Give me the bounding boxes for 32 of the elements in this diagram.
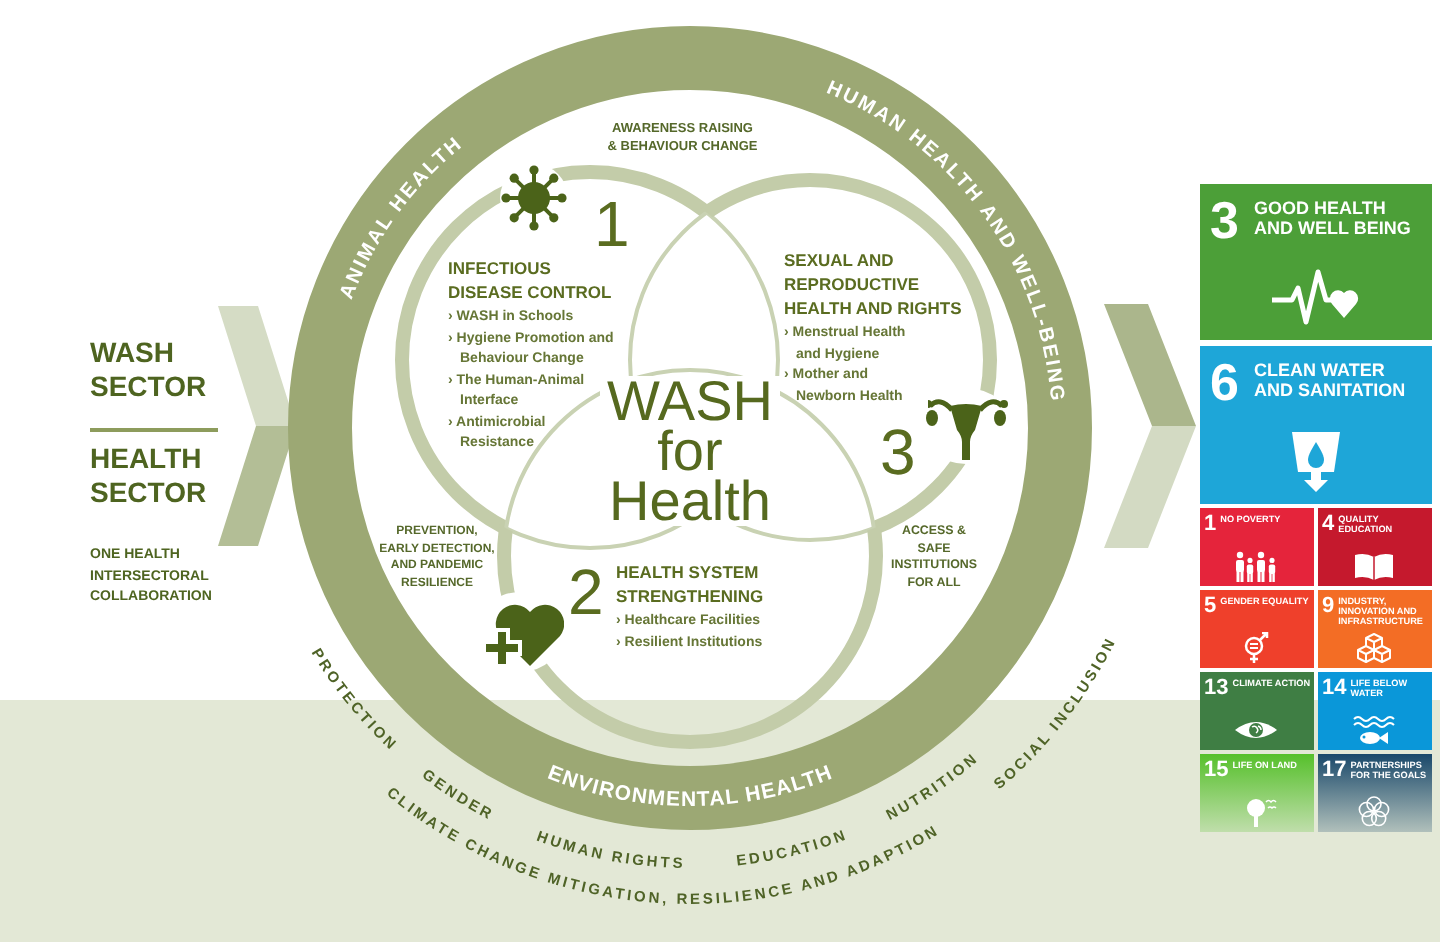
circle-heading: HEALTH SYSTEM STRENGTHENING [616, 560, 766, 608]
sdg-tile [1318, 672, 1432, 750]
goal-number: 17 [1322, 760, 1347, 782]
circle-number: 2 [568, 560, 604, 624]
sdg-tile [1318, 590, 1432, 668]
goal-title: CLEAN WATER AND SANITATION [1254, 360, 1408, 400]
goal-number: 6 [1210, 356, 1239, 408]
goal-title: GOOD HEALTH AND WELL BEING [1254, 198, 1413, 238]
goal-number: 13 [1204, 678, 1229, 700]
goal-number: 15 [1204, 760, 1229, 782]
sdg-tile [1318, 508, 1432, 586]
sector-heading: WASH SECTOR [90, 336, 209, 404]
sdg-tile [1200, 672, 1314, 750]
chevron-arrow [1104, 304, 1196, 548]
circle-heading: SEXUAL AND REPRODUCTIVE HEALTH AND RIGHTS [784, 248, 964, 320]
circle-number: 1 [594, 192, 630, 256]
goal-number: 5 [1204, 596, 1217, 618]
circle-number: 3 [880, 420, 916, 484]
sdg-tile [1318, 754, 1432, 832]
goal-number: 3 [1210, 194, 1239, 246]
sdg-tile [1200, 754, 1314, 832]
sdg-tile [1200, 184, 1432, 340]
sdg-tile [1200, 508, 1314, 586]
sdg-tile [1200, 346, 1432, 504]
goal-number: 14 [1322, 678, 1347, 700]
sector-heading: HEALTH SECTOR [90, 442, 209, 510]
diagram-title: WASH for Health [600, 376, 780, 526]
goal-number: 4 [1322, 514, 1335, 536]
sdg-tile [1200, 590, 1314, 668]
circle-heading: INFECTIOUS DISEASE CONTROL [448, 256, 614, 304]
goal-number: 1 [1204, 514, 1217, 536]
goal-number: 9 [1322, 596, 1335, 622]
